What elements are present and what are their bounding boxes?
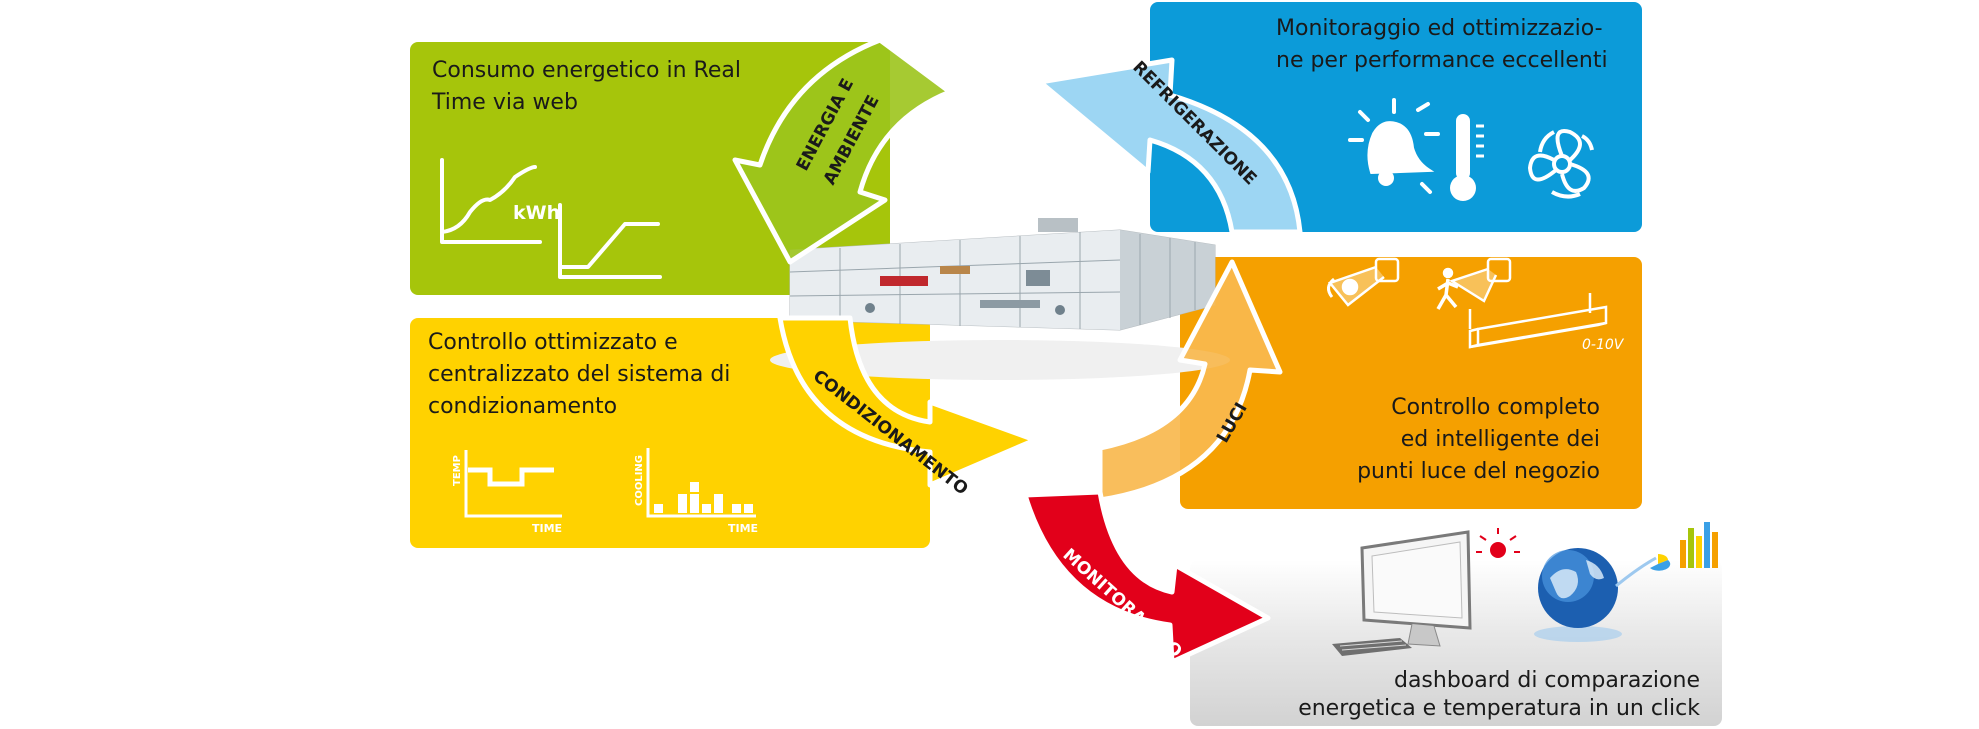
computer-monitor-icon xyxy=(1332,530,1472,656)
remote-icons xyxy=(1332,522,1718,656)
conditioning-text-line1: Controllo ottimizzato e xyxy=(428,330,678,355)
thermometer-icon xyxy=(1450,114,1484,201)
ramp-chart-axes xyxy=(558,203,662,279)
refrigeration-text-line2: ne per performance eccellenti xyxy=(1276,48,1608,73)
lights-text-line2: ed intelligente dei xyxy=(1400,427,1600,452)
conditioning-charts: TEMP TIME COOLING TIME xyxy=(452,448,758,535)
conditioning-text-line2: centralizzato del sistema di xyxy=(428,362,731,387)
time-label-1: TIME xyxy=(532,522,562,535)
refrigeration-arrow xyxy=(1037,57,1303,235)
motion-sensor-icon xyxy=(1436,257,1512,310)
remote-arrow xyxy=(1022,489,1271,665)
lights-text-line1: Controllo completo xyxy=(1391,395,1600,420)
remote-text-line1: dashboard di comparazione xyxy=(1393,668,1700,693)
lights-text-line3: punti luce del negozio xyxy=(1357,459,1600,484)
refrigeration-text-line1: Monitoraggio ed ottimizzazio- xyxy=(1276,16,1603,41)
conditioning-text-line3: condizionamento xyxy=(428,394,618,419)
light-bar-icon xyxy=(1468,293,1608,349)
bar-chart-icon xyxy=(1650,522,1718,571)
lights-icons: 0-10V xyxy=(1327,257,1625,353)
cooling-label: COOLING xyxy=(634,455,645,506)
kwh-chart-line xyxy=(440,165,537,234)
alarm-bell-icon xyxy=(1348,98,1440,194)
kwh-label: kWh xyxy=(513,202,560,224)
cooling-chart-bars xyxy=(654,482,753,513)
temp-chart-axes xyxy=(464,450,562,518)
fan-icon xyxy=(1527,129,1594,199)
alarm-light-icon xyxy=(1476,528,1520,558)
refrigeration-icons xyxy=(1348,98,1594,201)
cooling-chart-axes xyxy=(646,448,756,518)
energy-text-line2: Time via web xyxy=(432,90,578,115)
energy-text-line1: Consumo energetico in Real xyxy=(432,58,741,83)
energy-charts: kWh xyxy=(440,158,662,279)
globe-icon xyxy=(1534,548,1657,642)
lights-panel: 0-10V Controllo completo ed intelligente… xyxy=(1180,257,1642,509)
lights-arrow xyxy=(1097,259,1283,503)
temp-label: TEMP xyxy=(452,455,463,486)
ramp-chart-line xyxy=(560,222,660,269)
temp-chart-line xyxy=(468,467,554,487)
time-label-2: TIME xyxy=(728,522,758,535)
conditioning-arrow xyxy=(777,315,1038,488)
building-illustration xyxy=(770,218,1230,380)
daylight-sensor-icon xyxy=(1327,257,1400,307)
voltage-label: 0-10V xyxy=(1582,337,1625,353)
energy-arrow xyxy=(732,37,953,265)
remote-text-line2: energetica e temperatura in un click xyxy=(1298,696,1700,721)
kwh-chart-axes xyxy=(440,158,542,244)
